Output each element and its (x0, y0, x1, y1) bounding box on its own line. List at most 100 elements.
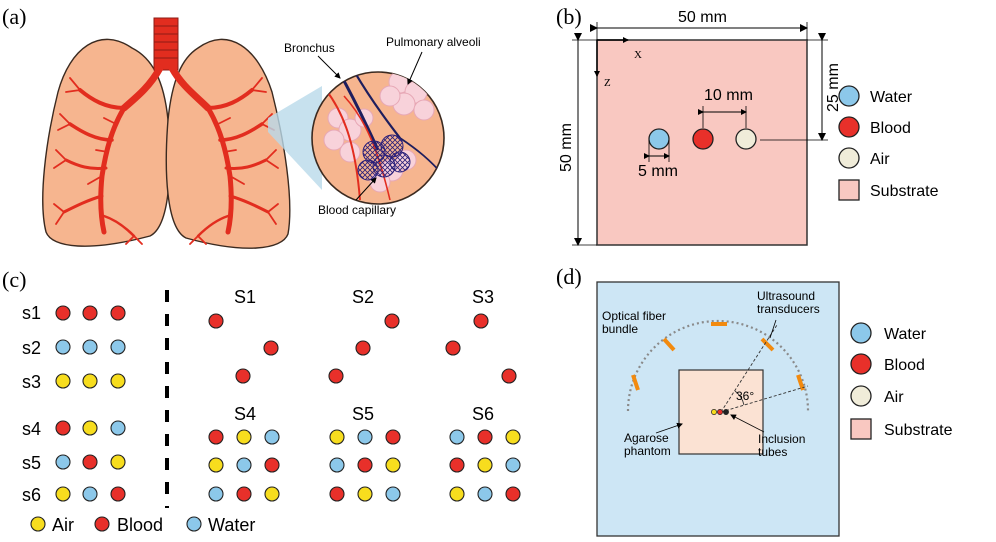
zoom-content (323, 72, 444, 201)
legend-blood-dot (94, 516, 110, 532)
row-label-s2: s2 (22, 338, 41, 358)
dot-s4-2 (82, 420, 98, 436)
legend-air-swatch (838, 147, 860, 169)
s4-dot-1 (208, 429, 224, 445)
s5-dot-3 (385, 429, 401, 445)
s4-dot-4 (208, 457, 224, 473)
s2-dot-3 (328, 368, 344, 384)
s5-dot-7 (329, 486, 345, 502)
transducer-1 (631, 374, 640, 391)
fiber-label-line2: bundle (602, 322, 638, 336)
magnifier-cone (268, 86, 322, 190)
legend-d-substrate: Substrate (884, 422, 953, 439)
panel-b: (b) 50 mm 50 mm 25 mm X Z 10 mm (556, 4, 939, 246)
legend-air-dot (30, 516, 46, 532)
row-label-s5: s5 (22, 453, 41, 473)
row-s4 (55, 420, 126, 436)
legend-water: Water (870, 89, 913, 106)
row-label-s3: s3 (22, 372, 41, 392)
row-label-s4: s4 (22, 419, 41, 439)
s6-dot-9 (505, 486, 521, 502)
dot-s5-3 (110, 454, 126, 470)
lungs-illustration (42, 17, 445, 249)
s3-dot-1 (473, 313, 489, 329)
legend-blood-swatch (838, 116, 860, 138)
legend-d-substrate-swatch (850, 418, 872, 440)
panel-d: (d) 36° Ultrasound transducers Optical (556, 264, 953, 537)
s4-dot-2 (236, 429, 252, 445)
group-label-s5: S5 (352, 404, 374, 424)
inclusion-air (735, 128, 757, 150)
s6-dot-1 (449, 429, 465, 445)
s6-dot-2 (477, 429, 493, 445)
fiber-label-line1: Optical fiber (602, 309, 666, 323)
tube-blood (717, 409, 723, 415)
legend-air: Air (870, 151, 890, 168)
row-label-s6: s6 (22, 485, 41, 505)
dot-s5-1 (55, 454, 71, 470)
dot-s4-1 (55, 420, 71, 436)
s4-dot-7 (208, 486, 224, 502)
s3-dot-2 (445, 340, 461, 356)
panel-a-tag: (a) (2, 4, 26, 29)
dot-s1-2 (82, 305, 98, 321)
dot-s2-3 (110, 339, 126, 355)
s6-dot-5 (477, 457, 493, 473)
dot-s6-3 (110, 486, 126, 502)
legend-d-blood-swatch (850, 353, 872, 375)
transducers (631, 322, 805, 391)
phantom-label: Agarose phantom (624, 431, 672, 458)
group-s3 (445, 313, 517, 384)
bronchial-tree (53, 64, 279, 245)
s3-dot-3 (501, 368, 517, 384)
tube-air (711, 409, 717, 415)
row-s6 (55, 486, 126, 502)
legend-substrate: Substrate (870, 183, 939, 200)
width-label: 50 mm (678, 9, 727, 26)
dot-s3-3 (110, 373, 126, 389)
group-s5 (329, 429, 401, 502)
s5-dot-5 (357, 457, 373, 473)
bronchus-label: Bronchus (284, 41, 335, 55)
s1-dot-3 (235, 368, 251, 384)
group-s6 (449, 429, 521, 502)
diameter-label: 5 mm (638, 163, 678, 180)
trachea (153, 17, 179, 71)
legend-d-air: Air (884, 389, 904, 406)
row-label-s1: s1 (22, 303, 41, 323)
group-label-s3: S3 (472, 287, 494, 307)
dot-s1-1 (55, 305, 71, 321)
panel-d-tag: (d) (556, 264, 582, 289)
panel-b-tag: (b) (556, 4, 582, 29)
s2-dot-1 (384, 313, 400, 329)
panel-c-legend: Air Blood Water (30, 515, 255, 535)
fiber-label: Optical fiber bundle (602, 309, 669, 336)
legend-water-swatch (838, 85, 860, 107)
panel-c: (c) s1 s2 s3 s4 s5 s6 (2, 267, 521, 535)
panel-b-legend: Water Blood Air Substrate (838, 85, 939, 201)
group-label-s1: S1 (234, 287, 256, 307)
group-label-s4: S4 (234, 404, 256, 424)
legend-d-water-swatch (850, 322, 872, 344)
phantom-label-line2: phantom (624, 444, 671, 458)
inclusion-blood (692, 128, 714, 150)
s1-dot-1 (208, 313, 224, 329)
height-label: 50 mm (558, 123, 575, 172)
s6-dot-3 (505, 429, 521, 445)
legend-water-dot (186, 516, 202, 532)
z-axis-label: Z (604, 77, 611, 89)
transducers-label: Ultrasound transducers (757, 289, 820, 316)
legend-c-blood: Blood (117, 515, 163, 535)
tube-water (723, 409, 729, 415)
legend-substrate-swatch (838, 179, 860, 201)
group-label-s2: S2 (352, 287, 374, 307)
transducers-label-line2: transducers (757, 302, 820, 316)
row-s1 (55, 305, 126, 321)
dot-s5-2 (82, 454, 98, 470)
group-label-s6: S6 (472, 404, 494, 424)
dot-s2-2 (82, 339, 98, 355)
dot-s1-3 (110, 305, 126, 321)
angle-label: 36° (736, 389, 754, 403)
s5-dot-6 (385, 457, 401, 473)
